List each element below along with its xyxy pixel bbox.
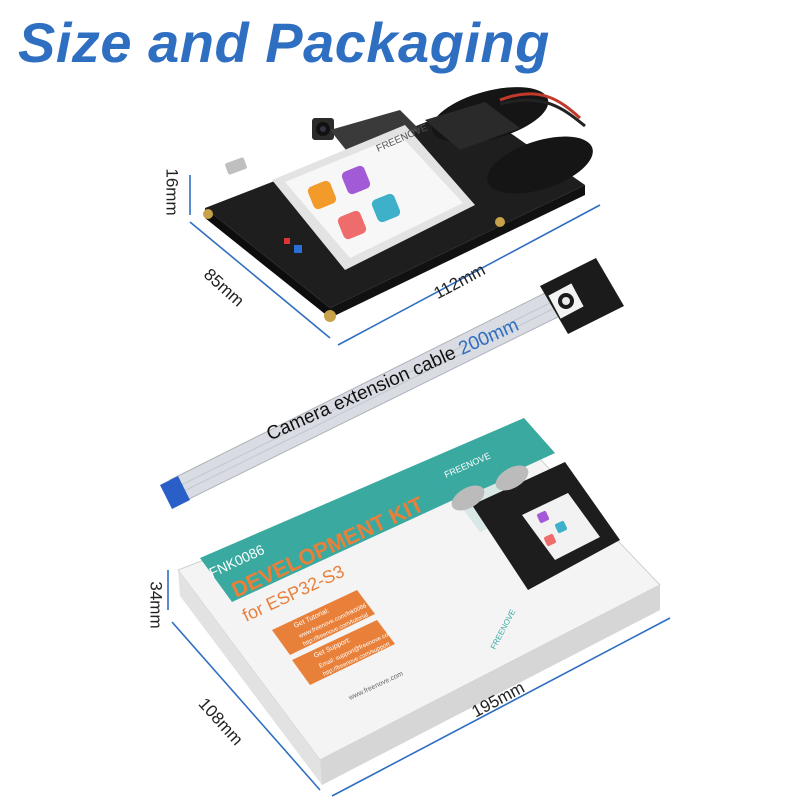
packaging-box: FREENOVE FNK0086 DEVELOPMENT KIT for ESP… <box>177 418 661 785</box>
board-dimension-lines <box>189 175 601 346</box>
box-dimension-lines <box>167 570 671 797</box>
page-title: Size and Packaging <box>18 11 550 74</box>
camera-cable-photo <box>160 258 624 509</box>
box-height-label: 34mm <box>146 581 166 629</box>
dev-board-photo: FREENOVE <box>203 87 593 322</box>
board-height-label: 16mm <box>162 168 182 216</box>
